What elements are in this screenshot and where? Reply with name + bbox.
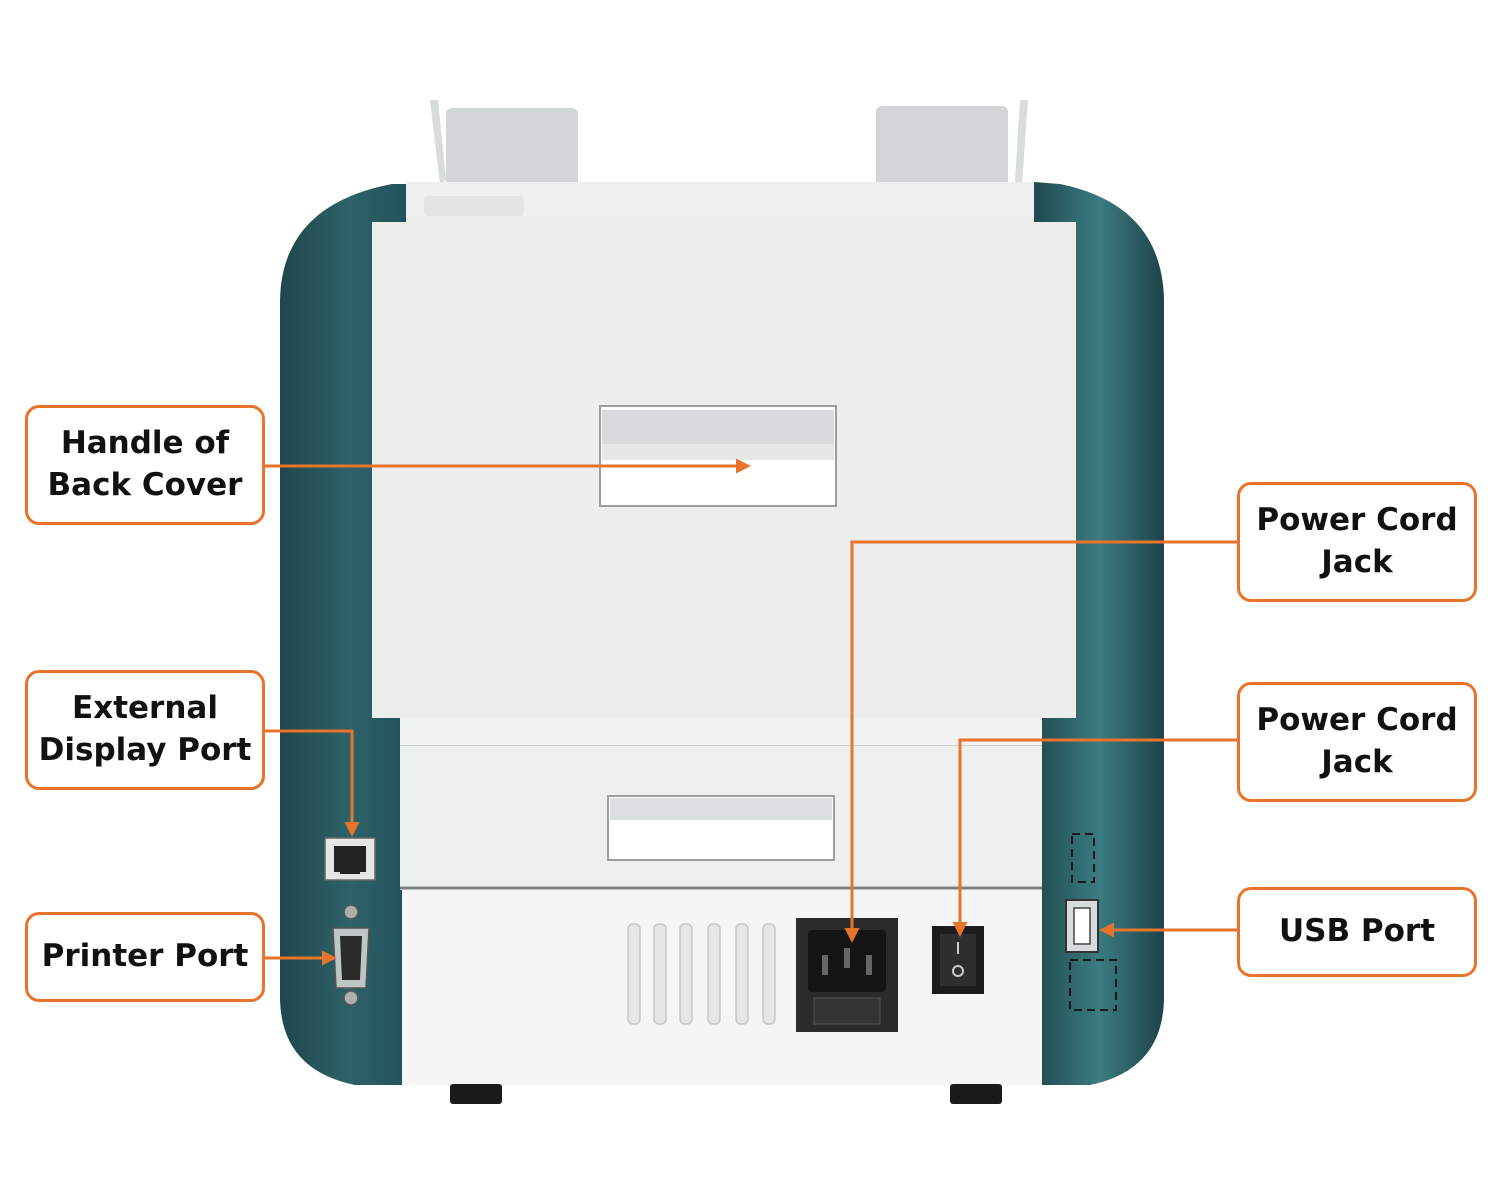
leader-power-1 — [844, 540, 1237, 943]
callout-text-line1: Handle of — [60, 425, 230, 462]
callout-text-line1: Power Cord — [1256, 702, 1458, 739]
printer-port — [332, 904, 370, 1006]
power-cord-jack — [796, 918, 898, 1032]
callout-text-line2: Back Cover — [47, 467, 243, 503]
leader-power-2 — [952, 738, 1237, 937]
callout-handle-of-back-cover: Handle of Back Cover — [25, 405, 265, 525]
callout-text-line1: External — [72, 690, 218, 727]
machine-feet — [450, 1084, 1002, 1104]
callout-text: USB Port — [1278, 913, 1436, 950]
callout-text-line2: Display Port — [38, 732, 252, 768]
leader-lines — [265, 458, 1237, 966]
callout-text-line2: Jack — [1321, 744, 1393, 780]
callout-usb-port: USB Port — [1237, 887, 1477, 977]
callout-external-display-port: External Display Port — [25, 670, 265, 790]
callout-text: Printer Port — [41, 938, 249, 975]
callout-power-cord-jack-2: Power Cord Jack — [1237, 682, 1477, 802]
callout-text-line2: Jack — [1321, 544, 1393, 580]
callout-printer-port: Printer Port — [25, 912, 265, 1002]
back-cover-handle — [599, 405, 837, 507]
external-display-port — [324, 837, 376, 881]
leader-display — [265, 729, 360, 837]
ventilation-slots — [627, 923, 776, 1025]
lower-slot — [607, 795, 835, 861]
callout-text-line1: Power Cord — [1256, 502, 1458, 539]
power-switch — [932, 926, 984, 994]
callout-power-cord-jack-1: Power Cord Jack — [1237, 482, 1477, 602]
usb-port — [1065, 833, 1117, 1011]
top-paper-guides — [406, 100, 1034, 230]
